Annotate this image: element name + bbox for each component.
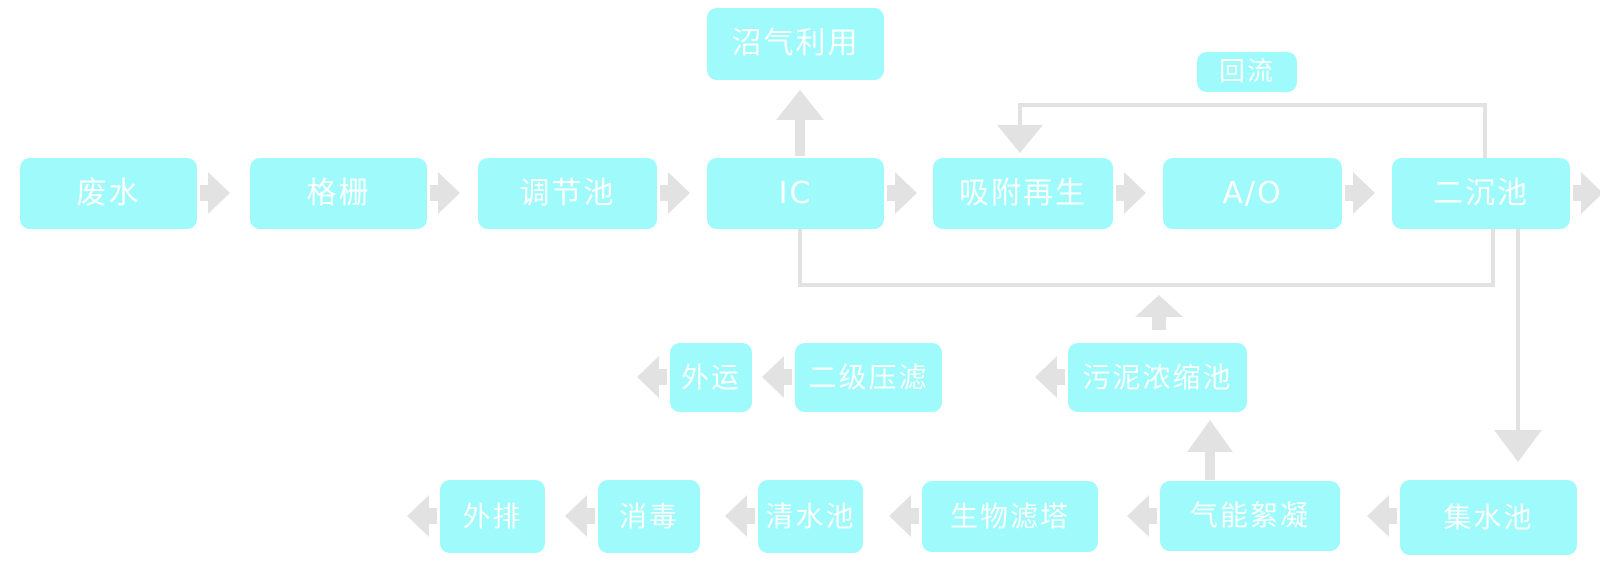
arrow-cleanwater-to-disinfection-icon bbox=[725, 495, 755, 537]
arrow-clarifier-out-icon bbox=[1573, 172, 1600, 214]
arrow-collection-to-flocculation-icon bbox=[1367, 495, 1397, 537]
node-ic-reactor-label: IC bbox=[778, 175, 813, 211]
node-reflux-label-label: 回流 bbox=[1218, 57, 1275, 87]
node-wastewater-label: 废水 bbox=[76, 175, 141, 211]
node-collection-tank: 集水池 bbox=[1400, 480, 1577, 555]
node-sludge-thickener: 污泥浓缩池 bbox=[1068, 343, 1247, 412]
arrow-thickener-to-press-icon bbox=[1035, 356, 1065, 398]
node-ao-process: A/O bbox=[1163, 158, 1342, 229]
node-bio-filter-tower-label: 生物滤塔 bbox=[949, 499, 1070, 533]
node-adsorption-regen-label: 吸附再生 bbox=[959, 175, 1087, 211]
arrow-adsorption-to-ao-icon bbox=[1116, 172, 1146, 214]
arrow-to-haul-away-out-icon bbox=[637, 356, 667, 398]
node-ic-reactor: IC bbox=[707, 158, 884, 229]
node-gas-flocculation-label: 气能絮凝 bbox=[1189, 499, 1310, 532]
reflux-line bbox=[1018, 103, 1487, 158]
node-ao-process-label: A/O bbox=[1222, 175, 1283, 211]
arrow-regulating-to-ic-icon bbox=[660, 172, 690, 214]
node-bar-screen: 格栅 bbox=[250, 158, 427, 229]
node-biogas-use: 沼气利用 bbox=[707, 8, 884, 80]
arrow-flocculation-to-biofilter-icon bbox=[1127, 495, 1157, 537]
arrow-press-to-haul-icon bbox=[762, 356, 792, 398]
node-disinfection: 消毒 bbox=[598, 480, 700, 553]
arrow-thickener-up-icon bbox=[1135, 295, 1183, 330]
arrow-ic-to-adsorption-icon bbox=[887, 172, 917, 214]
node-sludge-thickener-label: 污泥浓缩池 bbox=[1082, 360, 1233, 394]
node-clean-water-tank-label: 清水池 bbox=[765, 499, 856, 533]
node-haul-away-label: 外运 bbox=[680, 360, 741, 394]
node-secondary-press-label: 二级压滤 bbox=[808, 360, 929, 394]
arrow-disinfection-to-discharge-icon bbox=[565, 495, 595, 537]
node-discharge-label: 外排 bbox=[462, 499, 523, 533]
node-reflux-label: 回流 bbox=[1197, 52, 1297, 92]
arrow-flocculation-to-thickener-icon bbox=[1187, 420, 1233, 480]
arrow-ic-to-biogas-icon bbox=[776, 90, 824, 156]
arrow-biofilter-to-cleanwater-icon bbox=[889, 495, 919, 537]
node-bar-screen-label: 格栅 bbox=[306, 175, 371, 211]
arrow-screen-to-regulating-icon bbox=[430, 172, 460, 214]
arrow-reflux-to-adsorption-icon bbox=[997, 125, 1043, 153]
node-regulating-tank: 调节池 bbox=[478, 158, 657, 229]
node-regulating-tank-label: 调节池 bbox=[519, 175, 616, 211]
arrow-discharge-out-icon bbox=[407, 495, 437, 537]
arrow-clarifier-to-collection-icon bbox=[1494, 430, 1542, 462]
node-disinfection-label: 消毒 bbox=[618, 499, 679, 533]
node-biogas-use-label: 沼气利用 bbox=[731, 26, 860, 61]
arrow-ao-to-clarifier-icon bbox=[1345, 172, 1375, 214]
node-collection-tank-label: 集水池 bbox=[1443, 500, 1534, 534]
node-adsorption-regen: 吸附再生 bbox=[933, 158, 1113, 229]
node-haul-away: 外运 bbox=[670, 343, 752, 412]
node-secondary-clarifier-label: 二沉池 bbox=[1433, 175, 1529, 211]
node-secondary-clarifier: 二沉池 bbox=[1392, 158, 1570, 229]
node-discharge: 外排 bbox=[440, 480, 545, 553]
node-bio-filter-tower: 生物滤塔 bbox=[922, 481, 1098, 552]
node-secondary-press: 二级压滤 bbox=[795, 343, 942, 412]
node-wastewater: 废水 bbox=[20, 158, 197, 229]
node-gas-flocculation: 气能絮凝 bbox=[1160, 481, 1340, 551]
node-clean-water-tank: 清水池 bbox=[758, 480, 863, 553]
ic-clarifier-line bbox=[798, 229, 1495, 287]
arrow-wastewater-to-screen-icon bbox=[200, 172, 230, 214]
